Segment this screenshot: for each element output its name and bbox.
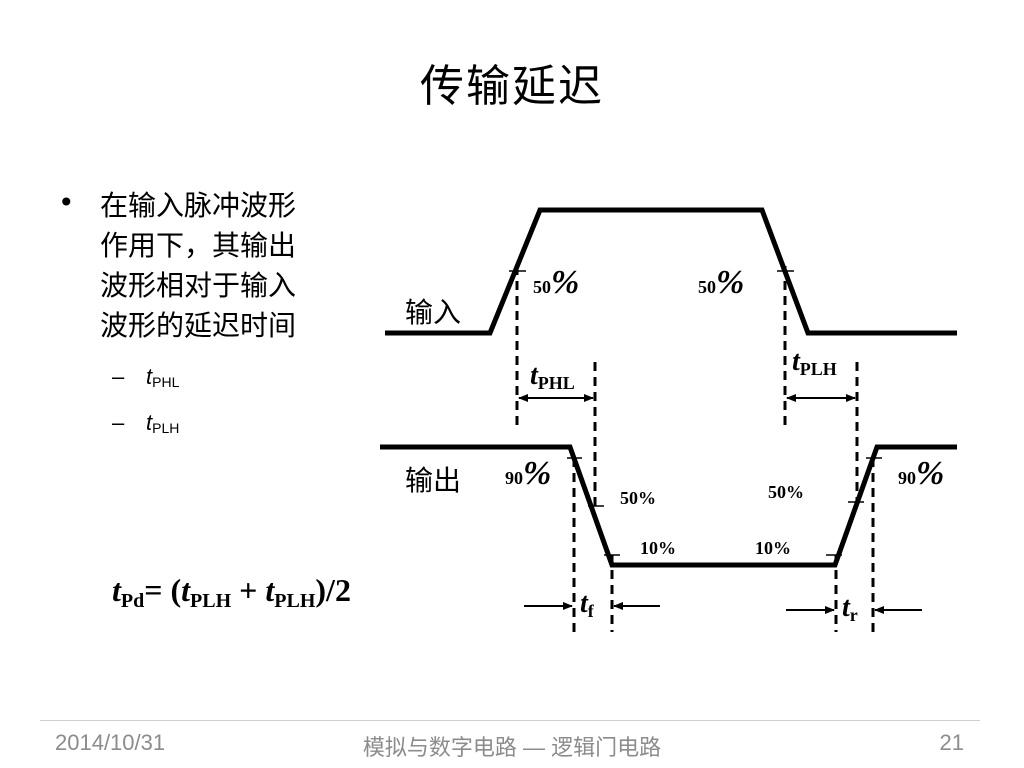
output-50-right-label: 50%: [768, 482, 804, 502]
input-label: 输入: [405, 296, 461, 329]
footer-divider: [40, 720, 980, 721]
input-50-left-label: 50%: [533, 264, 579, 301]
input-50-right-label: 50%: [698, 264, 744, 301]
slide-title: 传输延迟: [420, 61, 604, 112]
output-waveform: [380, 444, 957, 568]
output-50-left-label: 50%: [620, 488, 656, 508]
output-90-left-label: 90%: [505, 455, 551, 492]
output-90-right-label: 90%: [898, 455, 944, 492]
bullet-line: 作用下，其输出: [100, 229, 297, 262]
bullet-text: 在输入脉冲波形 作用下，其输出 波形相对于输入 波形的延迟时间: [100, 186, 350, 346]
bullet-line: 波形相对于输入: [100, 269, 297, 302]
bullet-line: 在输入脉冲波形: [100, 189, 297, 222]
tf-label: tf: [580, 588, 595, 621]
bullet-marker: •: [58, 186, 75, 219]
output-10-right-label: 10%: [755, 538, 791, 558]
sub-item-tplh: –tPLH: [112, 410, 180, 436]
bullet-line: 波形的延迟时间: [100, 309, 297, 342]
tplh-label: tPLH: [792, 346, 837, 379]
footer-page-number: 21: [939, 730, 964, 755]
input-waveform: [385, 207, 957, 336]
output-label: 输出: [405, 464, 461, 497]
footer-date: 2014/10/31: [55, 730, 166, 755]
tphl-label: tPHL: [530, 360, 575, 393]
tpd-formula: tPd= (tPLH + tPLH)/2: [112, 572, 351, 612]
sub-item-tphl: –tPHL: [112, 364, 180, 390]
output-10-left-label: 10%: [640, 538, 676, 558]
tr-label: tr: [842, 592, 858, 625]
footer-course: 模拟与数字电路 — 逻辑门电路: [362, 735, 662, 760]
